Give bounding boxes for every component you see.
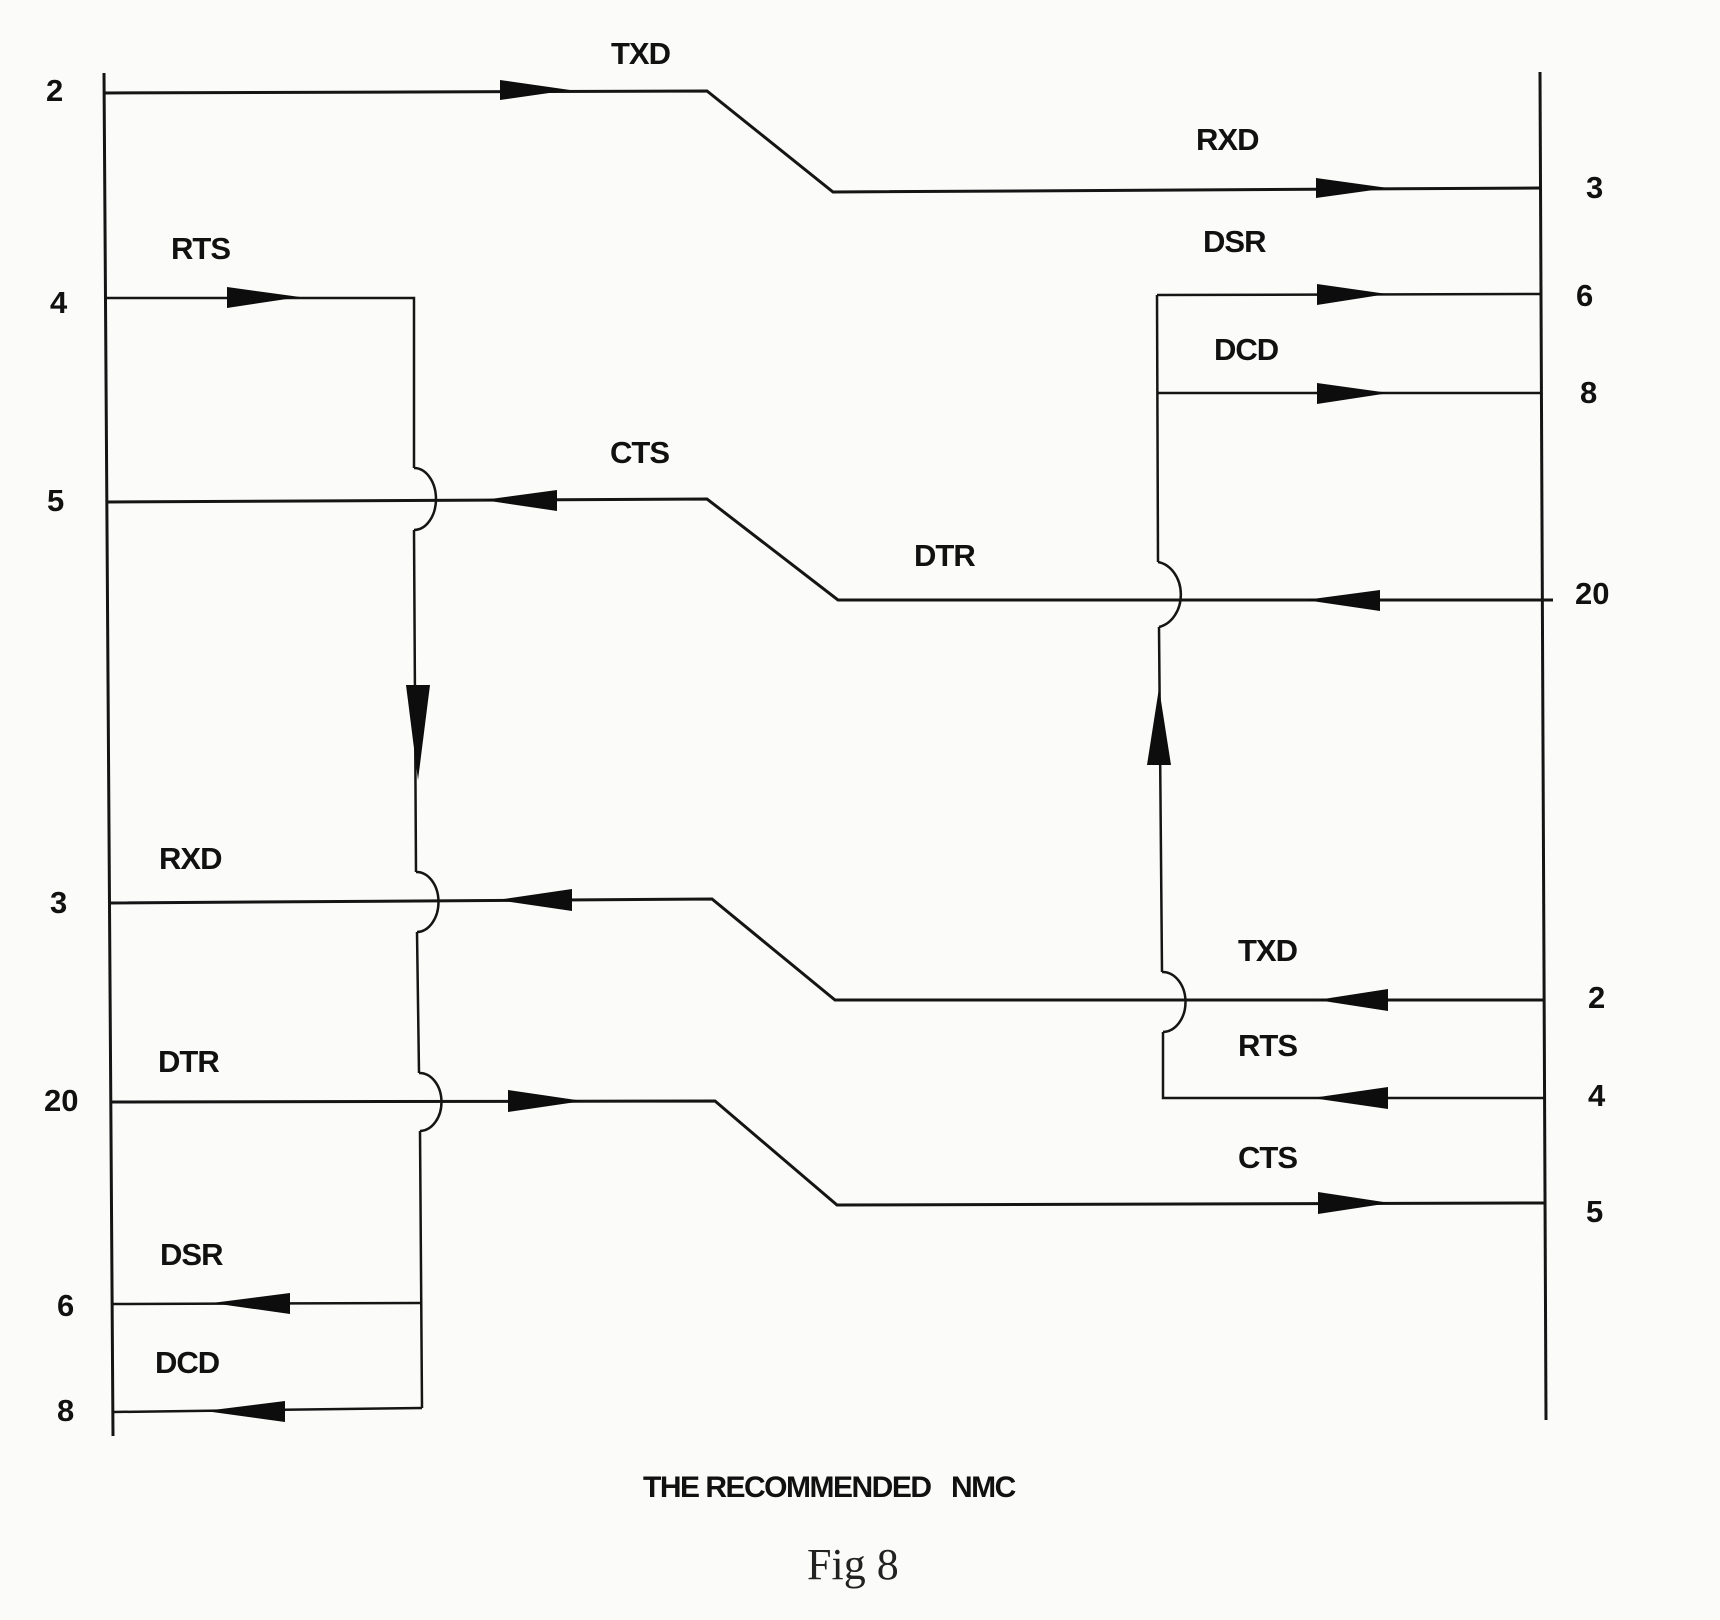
right-pin-number: 2	[1588, 980, 1605, 1015]
signal-label-dcd: DCD	[1214, 332, 1279, 367]
left-pin-number: 20	[44, 1083, 78, 1118]
signal-label-rts: RTS	[171, 231, 230, 266]
signal-label-rxd: RXD	[1196, 122, 1259, 157]
left-connector-rail	[102, 72, 115, 1437]
wire-right-txd-to-left-rxd	[109, 889, 1545, 1011]
wire-left-rts-loop	[104, 287, 443, 1422]
wire-left-dtr-to-right-cts	[110, 1090, 1547, 1214]
wire-dtr-to-cts	[106, 490, 1553, 611]
signal-label-txd: TXD	[611, 36, 671, 71]
arrow-right-icon	[227, 287, 300, 308]
arrow-down-icon	[406, 685, 430, 780]
arrow-left-icon	[205, 1401, 285, 1422]
arrow-right-icon	[508, 1090, 583, 1112]
right-pin-number: 8	[1580, 375, 1597, 410]
arrow-right-icon	[500, 80, 570, 100]
left-pin-number: 6	[57, 1288, 74, 1323]
wire-txd-to-rxd	[103, 80, 1541, 198]
signal-label-dtr: DTR	[158, 1044, 219, 1079]
arrow-left-icon	[212, 1293, 290, 1314]
right-pin-number: 20	[1575, 576, 1609, 611]
signal-label-dtr: DTR	[914, 538, 975, 573]
diagram-title: THE RECOMMENDED NMC	[643, 1471, 1016, 1504]
wire-right-rts-loop	[1147, 284, 1546, 1109]
signal-label-rxd: RXD	[159, 841, 222, 876]
right-pin-number: 5	[1586, 1194, 1603, 1229]
signal-label-dcd: DCD	[155, 1345, 220, 1380]
signal-label-cts: CTS	[1238, 1140, 1297, 1175]
arrow-right-icon	[1317, 383, 1389, 404]
arrow-left-icon	[483, 490, 557, 511]
arrow-left-icon	[1317, 989, 1388, 1011]
signal-label-txd: TXD	[1238, 933, 1298, 968]
left-pin-number: 5	[47, 483, 64, 518]
arrow-left-icon	[1312, 1087, 1388, 1109]
arrow-right-icon	[1316, 178, 1388, 198]
signal-label-rts: RTS	[1238, 1028, 1297, 1063]
arrow-up-icon	[1147, 688, 1171, 765]
left-pin-number: 2	[46, 73, 63, 108]
arrow-left-icon	[1305, 590, 1380, 611]
right-pin-number: 4	[1588, 1078, 1606, 1113]
signal-label-cts: CTS	[610, 435, 669, 470]
right-pin-number: 3	[1586, 170, 1603, 205]
arrow-right-icon	[1318, 1192, 1390, 1214]
arrow-left-icon	[497, 889, 572, 911]
signal-label-dsr: DSR	[160, 1237, 223, 1272]
right-connector-rail	[1538, 71, 1548, 1421]
left-pin-number: 3	[50, 885, 67, 920]
right-pin-number: 6	[1576, 278, 1593, 313]
left-pin-number: 8	[57, 1393, 74, 1428]
signal-label-dsr: DSR	[1203, 224, 1266, 259]
left-pin-number: 4	[50, 285, 68, 320]
figure-label: Fig 8	[807, 1540, 899, 1589]
arrow-right-icon	[1317, 284, 1387, 305]
